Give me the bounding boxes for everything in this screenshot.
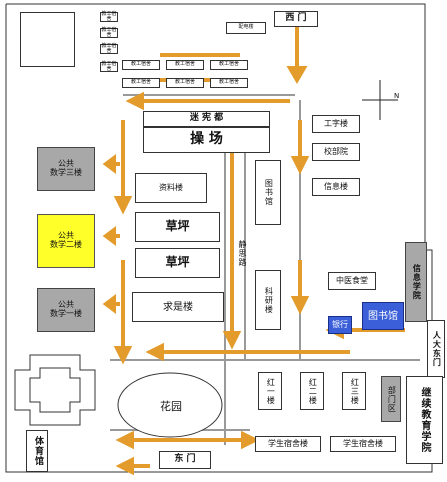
math-building-2: 公共 数学二楼 — [37, 214, 95, 268]
east-gate: 东 门 — [159, 451, 211, 469]
top-left-building-4: 教工宿舍 — [100, 60, 118, 72]
arrow-down-2 — [113, 196, 133, 215]
arrow-down-4 — [290, 156, 310, 175]
traffic-arrows — [102, 25, 405, 476]
info-school: 信息学院 — [405, 242, 427, 322]
lawn-1: 草坪 — [135, 212, 220, 242]
compass-icon — [362, 80, 398, 120]
student-dorm-1: 学生宿舍楼 — [255, 436, 321, 452]
arrow-down-6 — [222, 331, 242, 350]
research-building: 科研楼 — [255, 270, 281, 330]
math-building-1: 公共 数学一楼 — [37, 288, 95, 332]
student-dorm-2: 学生宿舍楼 — [330, 436, 396, 452]
stadium-top: 迷 宪 都 — [143, 111, 270, 127]
science-building: 资料楼 — [135, 173, 207, 203]
corner-building — [20, 12, 75, 67]
top-left-building-1: 教工宿舍 — [100, 10, 118, 22]
west-gate: 西 门 — [274, 11, 318, 27]
south-gate: 人大东门 — [427, 320, 445, 378]
arrow-left-5 — [115, 456, 134, 476]
north-building: 配电楼 — [226, 22, 266, 34]
department-building: 部门区 — [381, 376, 401, 422]
bank-building: 银行 — [328, 316, 352, 334]
compass-north-label: N — [394, 92, 400, 100]
arrow-down-3 — [113, 346, 133, 365]
road-label: 静思路 — [238, 240, 247, 267]
engineering-building: 工字楼 — [312, 115, 360, 133]
garden-label: 花园 — [160, 400, 182, 413]
math-building-3: 公共 数学三楼 — [37, 147, 95, 191]
dorm-red-2: 红二楼 — [300, 372, 324, 410]
lawn-2: 草坪 — [135, 248, 220, 278]
campus-boundary — [5, 3, 433, 473]
dorm-red-1: 红一楼 — [258, 372, 282, 410]
arrow-down-5 — [290, 296, 310, 315]
arrow-left-4 — [115, 430, 134, 450]
garden-shape — [117, 372, 223, 438]
arrow-left-8 — [102, 294, 116, 314]
top-left-building-2: 教工宿舍 — [100, 26, 118, 38]
gym-building: 体育馆 — [26, 430, 48, 472]
top-row-building-5: 教工宿舍 — [166, 78, 204, 88]
top-row-building-6: 教工宿舍 — [210, 78, 248, 88]
top-left-building-3: 教工宿舍 — [100, 42, 118, 54]
canteen-building: 中医食堂 — [328, 272, 376, 290]
continuing-education-college: 继续教育学院 — [406, 376, 443, 464]
arrow-left-6 — [102, 226, 116, 246]
library-building: 图书馆 — [362, 302, 404, 330]
top-row-building-4: 教工宿舍 — [122, 78, 160, 88]
info-building: 信息楼 — [312, 178, 360, 196]
arrow-down-1 — [286, 66, 308, 84]
stadium: 操 场 — [143, 127, 270, 153]
top-row-building-3: 教工宿舍 — [210, 60, 248, 70]
dorm-red-3: 红三楼 — [342, 372, 366, 410]
arrow-left-1 — [125, 91, 144, 111]
library-west-building: 图书馆 — [255, 160, 281, 225]
arrow-left-7 — [102, 154, 116, 174]
arrow-right-1 — [241, 430, 260, 450]
top-row-building-2: 教工宿舍 — [166, 60, 204, 70]
qiushi-building: 求是楼 — [132, 292, 224, 322]
top-row-building-1: 教工宿舍 — [122, 60, 160, 70]
arrow-left-2 — [145, 342, 164, 362]
admin-building: 校部院 — [312, 143, 360, 161]
